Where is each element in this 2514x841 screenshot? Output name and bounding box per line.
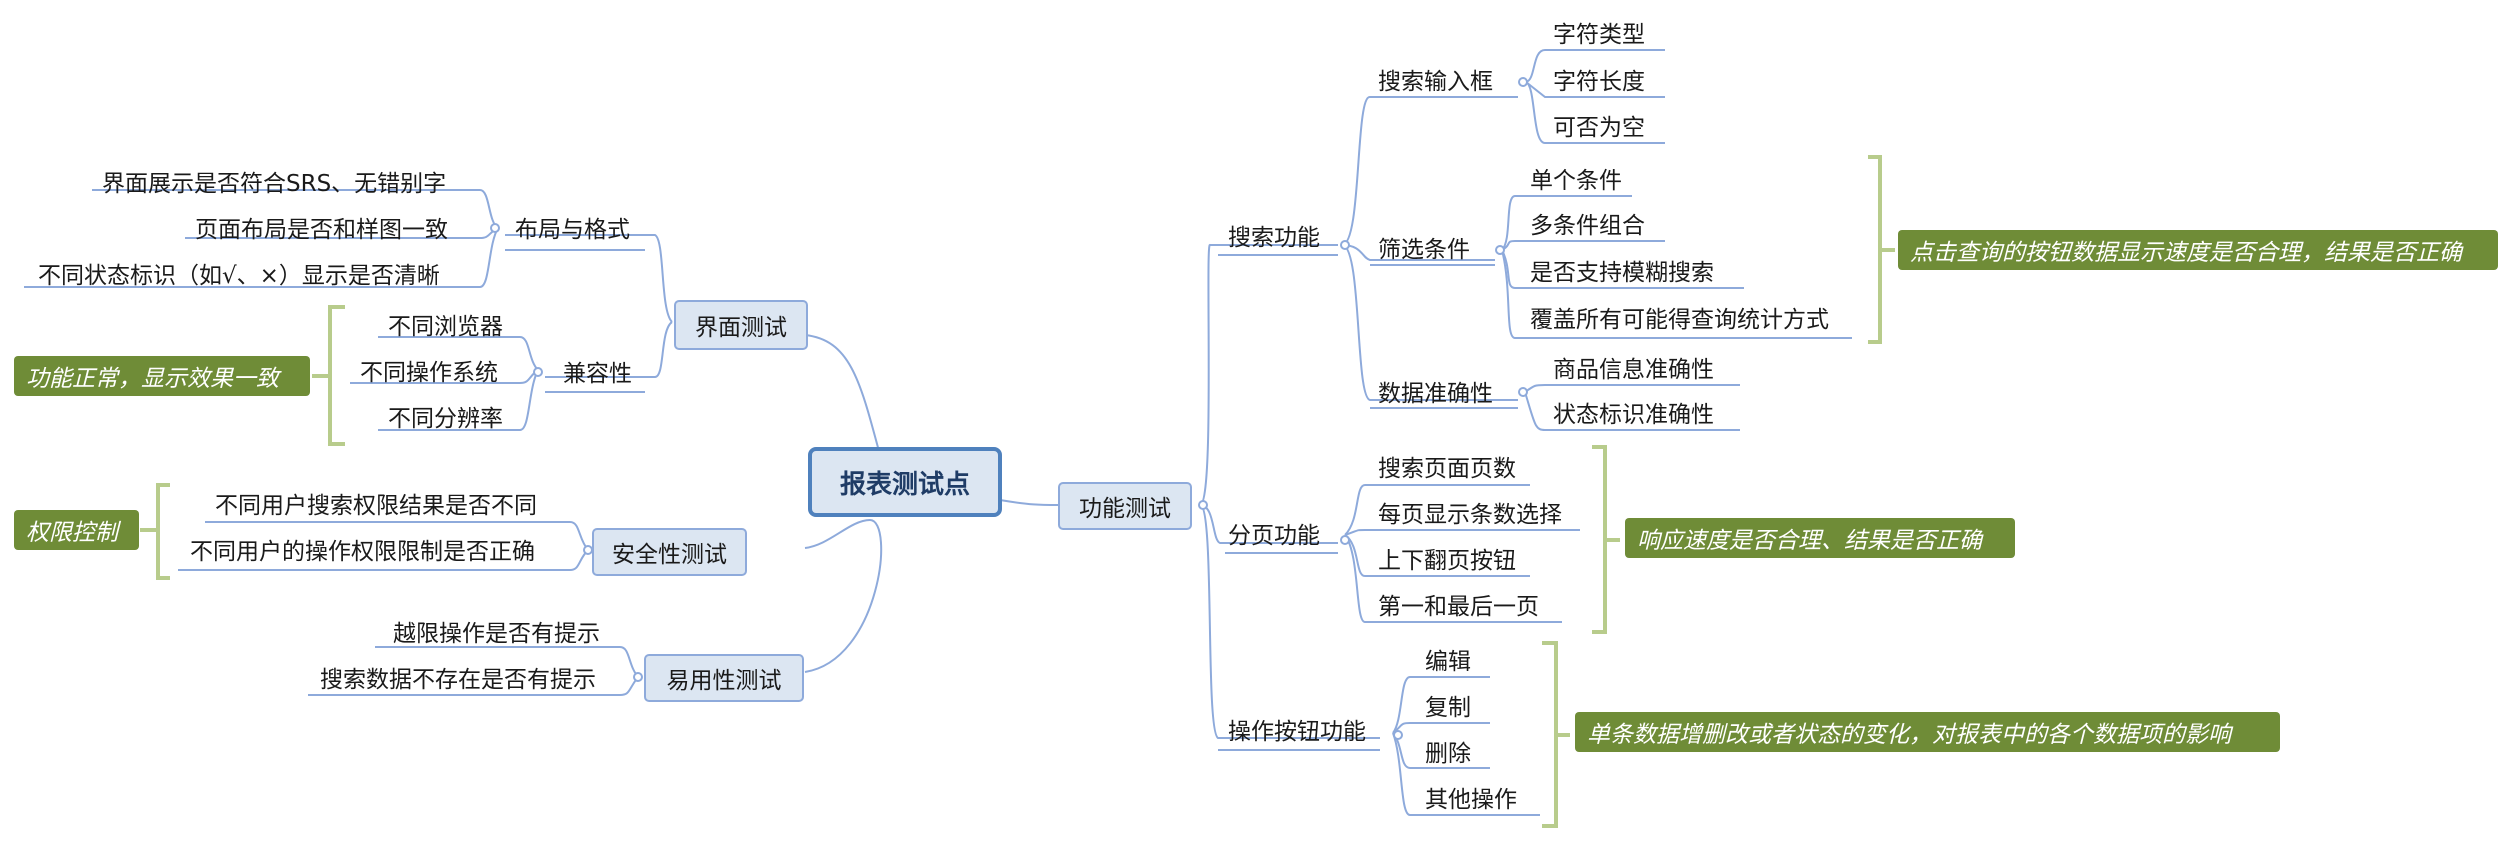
leaf-other[interactable]: 其他操作 xyxy=(1425,787,1517,813)
node-layout[interactable]: 布局与格式 xyxy=(515,217,630,243)
leaf-all-query-methods[interactable]: 覆盖所有可能得查询统计方式 xyxy=(1530,307,1829,333)
leaf-product-info[interactable]: 商品信息准确性 xyxy=(1553,357,1714,383)
node-compat[interactable]: 兼容性 xyxy=(563,361,632,387)
node-filter[interactable]: 筛选条件 xyxy=(1378,237,1470,263)
leaf-status-mark[interactable]: 状态标识准确性 xyxy=(1553,402,1714,428)
node-accuracy[interactable]: 数据准确性 xyxy=(1378,381,1493,407)
leaf-nullable[interactable]: 可否为空 xyxy=(1553,115,1645,141)
leaf-fuzzy-search[interactable]: 是否支持模糊搜索 xyxy=(1530,260,1714,286)
leaf-layout-sample[interactable]: 页面布局是否和样图一致 xyxy=(195,217,448,243)
node-security-test[interactable]: 安全性测试 xyxy=(592,528,747,576)
callout-filter-note[interactable]: 点击查询的按钮数据显示速度是否合理，结果是否正确 xyxy=(1898,230,2498,270)
leaf-char-length[interactable]: 字符长度 xyxy=(1553,69,1645,95)
node-security-test-label: 安全性测试 xyxy=(612,542,727,568)
leaf-delete[interactable]: 删除 xyxy=(1425,741,1471,767)
node-search-input[interactable]: 搜索输入框 xyxy=(1378,69,1493,95)
leaf-page-count[interactable]: 搜索页面页数 xyxy=(1378,456,1516,482)
node-func-test-label: 功能测试 xyxy=(1079,496,1171,522)
central-topic-label: 报表测试点 xyxy=(839,469,970,500)
leaf-over-limit[interactable]: 越限操作是否有提示 xyxy=(393,621,600,647)
leaf-first-last[interactable]: 第一和最后一页 xyxy=(1378,594,1539,620)
leaf-single-condition[interactable]: 单个条件 xyxy=(1530,168,1622,194)
central-topic[interactable]: 报表测试点 xyxy=(808,447,1002,517)
node-usability-test[interactable]: 易用性测试 xyxy=(644,654,804,702)
leaf-copy[interactable]: 复制 xyxy=(1425,695,1471,721)
callout-paging-note[interactable]: 响应速度是否合理、结果是否正确 xyxy=(1625,518,2015,558)
leaf-op-permission[interactable]: 不同用户的操作权限限制是否正确 xyxy=(190,539,535,565)
callout-compat-note[interactable]: 功能正常，显示效果一致 xyxy=(14,356,310,396)
leaf-char-type[interactable]: 字符类型 xyxy=(1553,22,1645,48)
leaf-search-permission[interactable]: 不同用户搜索权限结果是否不同 xyxy=(215,493,537,519)
leaf-browsers[interactable]: 不同浏览器 xyxy=(388,314,503,340)
leaf-srs-typo[interactable]: 界面展示是否符合SRS、无错别字 xyxy=(102,171,447,197)
callout-security-note[interactable]: 权限控制 xyxy=(14,510,139,550)
leaf-os[interactable]: 不同操作系统 xyxy=(360,360,498,386)
leaf-page-size[interactable]: 每页显示条数选择 xyxy=(1378,502,1562,528)
node-buttons[interactable]: 操作按钮功能 xyxy=(1228,719,1366,745)
leaf-resolution[interactable]: 不同分辨率 xyxy=(388,406,503,432)
leaf-status-clear[interactable]: 不同状态标识（如√、×）显示是否清晰 xyxy=(38,263,440,289)
leaf-edit[interactable]: 编辑 xyxy=(1425,649,1471,675)
node-search[interactable]: 搜索功能 xyxy=(1228,225,1320,251)
callout-buttons-note[interactable]: 单条数据增删改或者状态的变化，对报表中的各个数据项的影响 xyxy=(1575,712,2280,752)
leaf-no-data[interactable]: 搜索数据不存在是否有提示 xyxy=(320,667,596,693)
node-paging[interactable]: 分页功能 xyxy=(1228,523,1320,549)
leaf-prev-next[interactable]: 上下翻页按钮 xyxy=(1378,548,1516,574)
node-ui-test-label: 界面测试 xyxy=(695,315,787,341)
node-usability-test-label: 易用性测试 xyxy=(666,668,782,694)
leaf-multi-condition[interactable]: 多条件组合 xyxy=(1530,213,1645,239)
node-ui-test[interactable]: 界面测试 xyxy=(674,300,808,350)
node-func-test[interactable]: 功能测试 xyxy=(1058,482,1192,530)
